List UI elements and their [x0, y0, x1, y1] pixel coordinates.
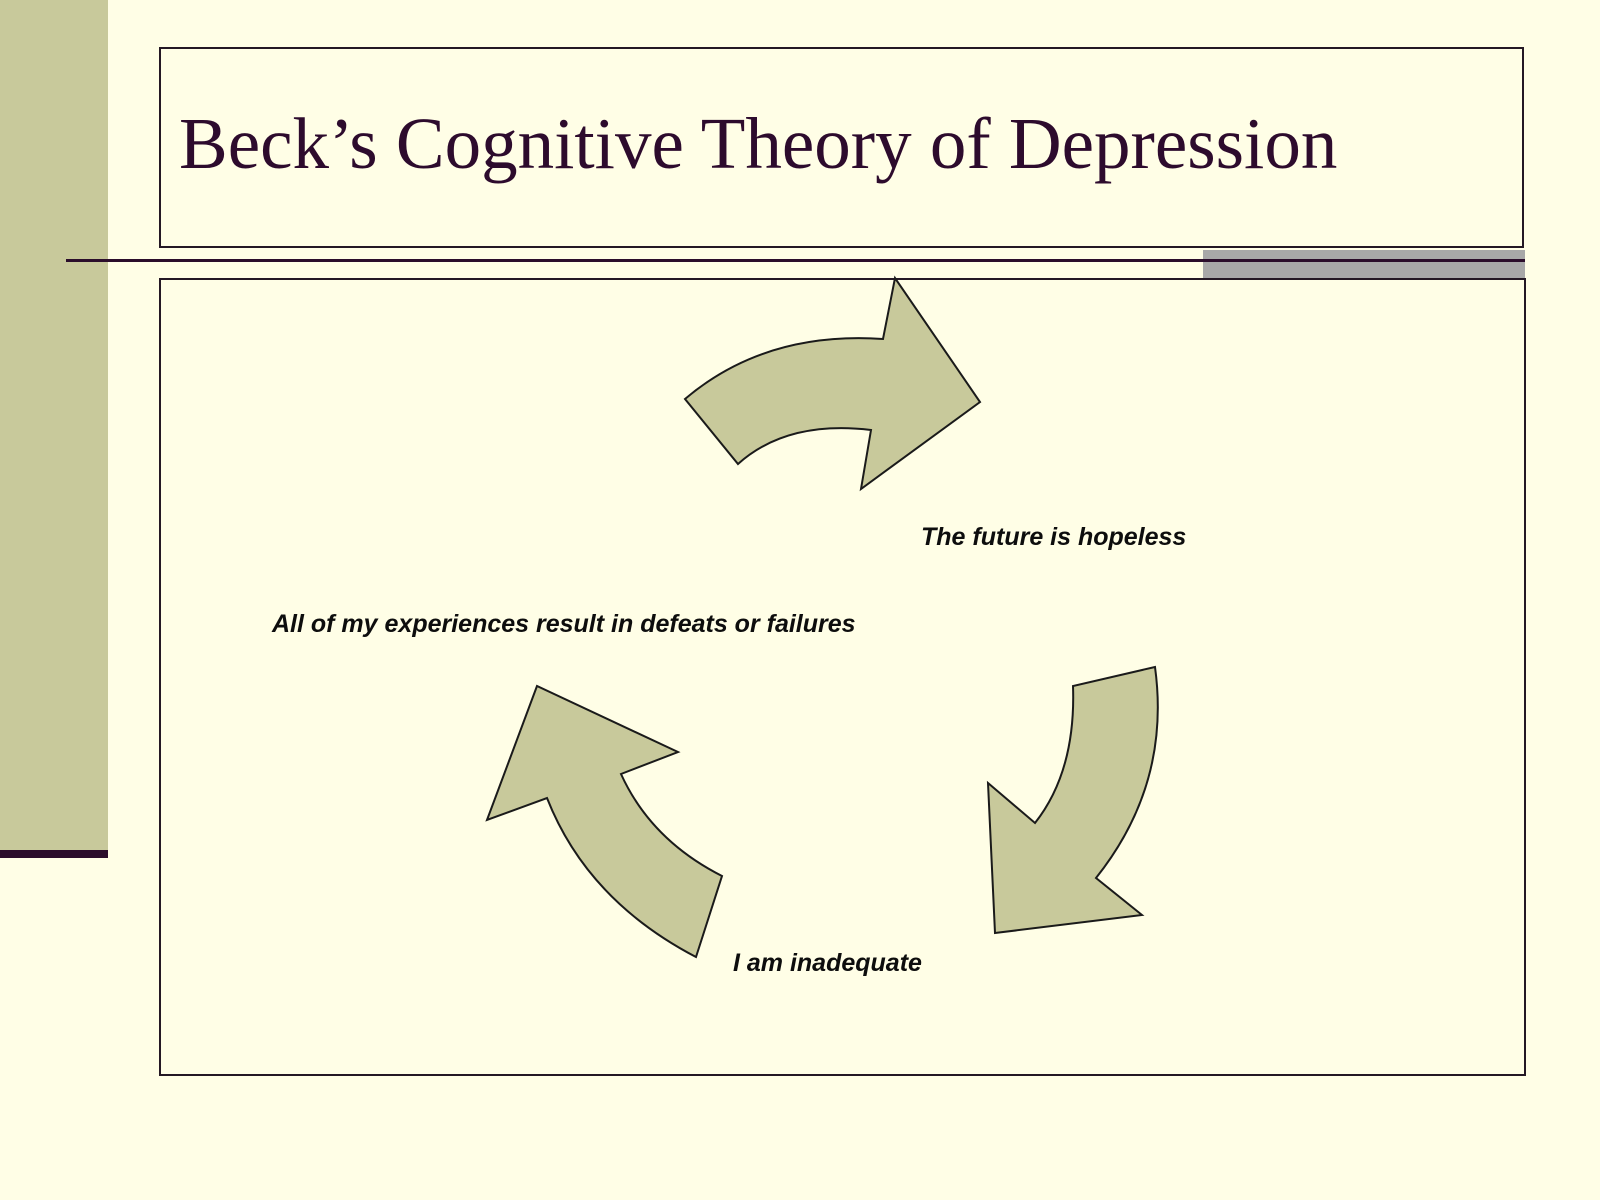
cycle-arrow-bottom-left	[485, 684, 724, 959]
left-accent-rule	[0, 850, 108, 858]
title-divider-accent-line	[1203, 259, 1525, 262]
cycle-label-future: The future is hopeless	[921, 523, 1187, 551]
cycle-label-experiences: All of my experiences result in defeats …	[272, 610, 856, 638]
title-divider-gray-block	[1203, 250, 1525, 279]
cycle-arrow-right	[986, 665, 1159, 935]
page-title: Beck’s Cognitive Theory of Depression	[179, 103, 1338, 184]
content-placeholder	[159, 278, 1526, 1076]
cycle-label-self: I am inadequate	[733, 949, 922, 977]
title-placeholder: Beck’s Cognitive Theory of Depression	[159, 47, 1524, 248]
title-divider-line	[66, 259, 1525, 262]
cycle-arrow-top	[683, 275, 982, 492]
left-accent-band	[0, 0, 108, 850]
